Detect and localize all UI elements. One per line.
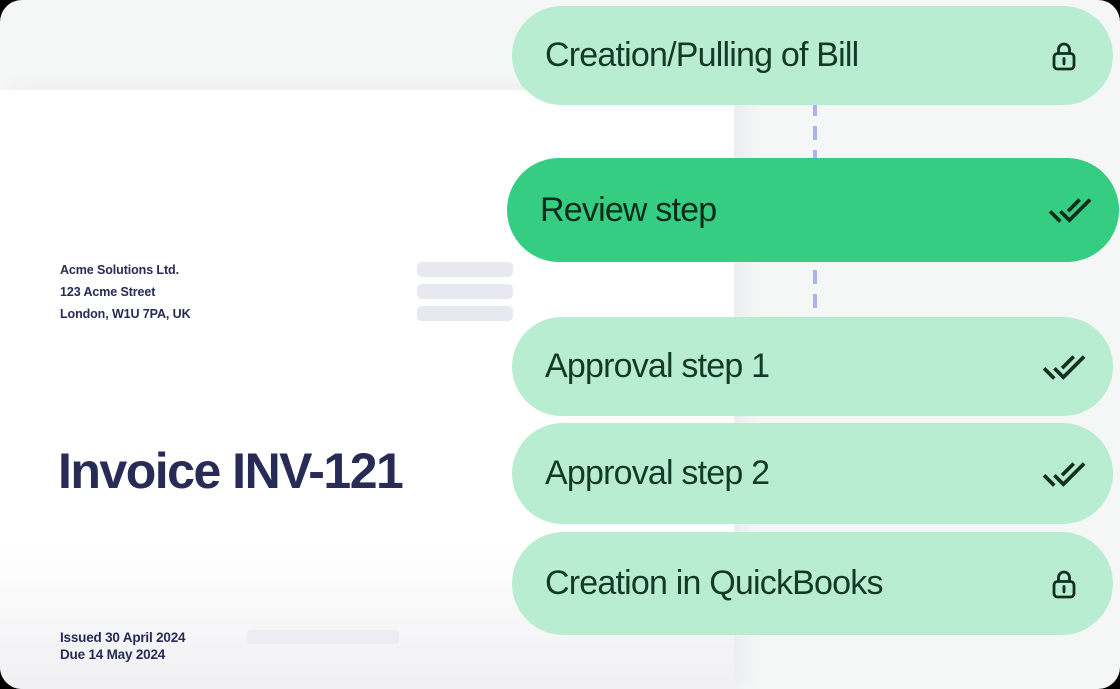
double-check-icon [1041,345,1087,389]
placeholder-bar [247,630,399,644]
address-line-1: 123 Acme Street [60,285,156,299]
placeholder-bar [417,262,513,277]
invoice-dates-block: Issued 30 April 2024 Due 14 May 2024 [60,629,186,663]
company-name: Acme Solutions Ltd. [60,263,179,277]
workflow-step-creation-in-quickbooks[interactable]: Creation in QuickBooks [512,532,1113,635]
workflow-step-approval-2[interactable]: Approval step 2 [512,423,1113,524]
due-date: Due 14 May 2024 [60,647,166,662]
address-line-2: London, W1U 7PA, UK [60,307,191,321]
step-label: Approval step 2 [545,454,770,492]
double-check-icon [1041,452,1087,496]
placeholder-bar [417,306,513,321]
double-check-icon [1047,188,1093,232]
step-label: Approval step 1 [545,347,770,385]
lock-icon [1041,39,1087,73]
workflow-step-creation-pulling-of-bill[interactable]: Creation/Pulling of Bill [512,6,1113,105]
lock-icon [1041,567,1087,601]
redacted-text-placeholders [417,262,513,328]
step-label: Review step [540,190,717,229]
placeholder-bar [417,284,513,299]
step-label: Creation/Pulling of Bill [545,36,859,74]
invoice-title: Invoice INV-121 [58,443,404,499]
invoice-address-block: Acme Solutions Ltd. 123 Acme Street Lond… [60,259,191,325]
step-label: Creation in QuickBooks [545,564,883,602]
issued-date: Issued 30 April 2024 [60,630,186,645]
workflow-step-review[interactable]: Review step [507,158,1119,262]
workflow-step-approval-1[interactable]: Approval step 1 [512,317,1113,416]
